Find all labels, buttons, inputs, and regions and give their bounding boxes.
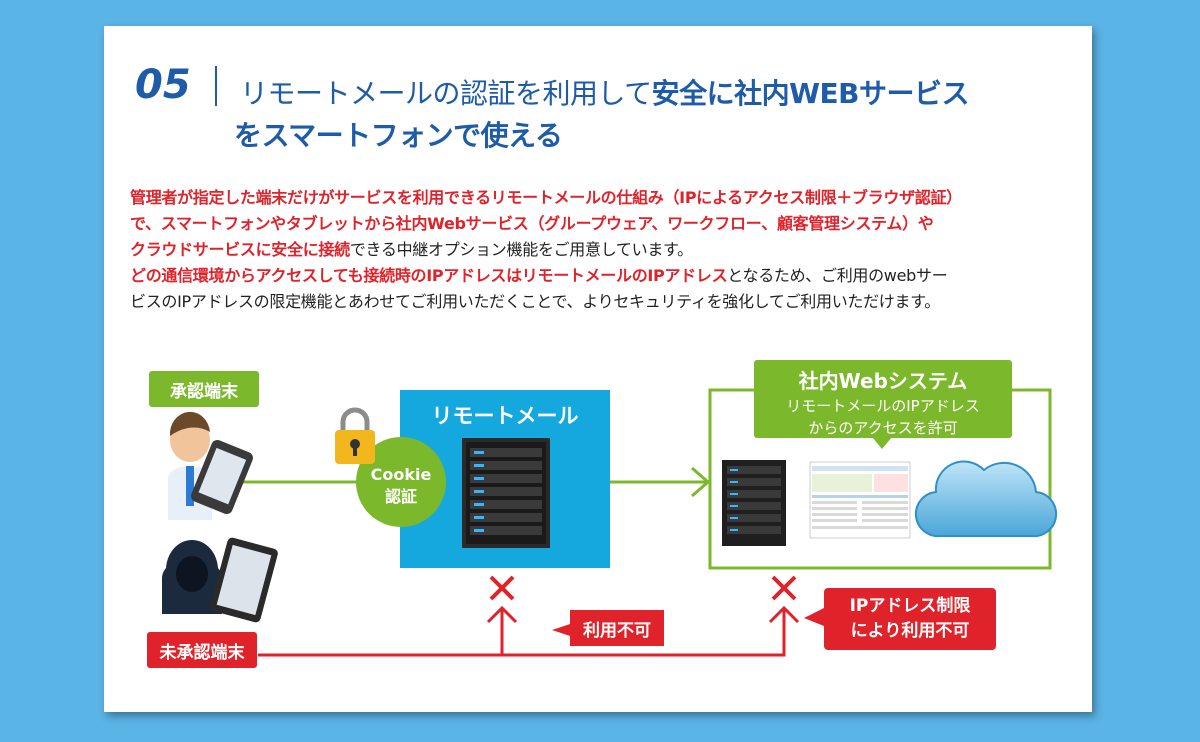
description-line3-red: クラウドサービスに安全に接続 bbox=[130, 240, 350, 259]
description-line4: どの通信環境からアクセスしても接続時のIPアドレスはリモートメールのIPアドレス… bbox=[130, 262, 1080, 286]
cookie-auth-text: Cookie 認証 bbox=[358, 464, 444, 508]
unavailable-label: 利用不可 bbox=[583, 620, 651, 641]
system-sub1: リモートメールのIPアドレス bbox=[786, 397, 980, 415]
cookie-auth-circle bbox=[356, 437, 446, 527]
system-arrow-head bbox=[691, 466, 711, 498]
description-line4-black: となるため、ご利用のwebサー bbox=[727, 266, 948, 285]
description-line2: で、スマートフォンやタブレットから社内Webサービス（グループウェア、ワークフロ… bbox=[130, 214, 934, 233]
ip-restriction-label: IPアドレス制限 により利用不可 bbox=[824, 588, 996, 650]
web-app-screenshot-icon bbox=[809, 461, 911, 539]
system-header: 社内Webシステム リモートメールのIPアドレス からのアクセスを許可 bbox=[754, 360, 1012, 438]
title-divider bbox=[215, 66, 217, 106]
cloud-icon bbox=[914, 460, 1058, 538]
ip-callout-pointer bbox=[804, 608, 824, 626]
auth-label: 認証 bbox=[384, 487, 417, 506]
description-line5: ビスのIPアドレスの限定機能とあわせてご利用いただくことで、よりセキュリティを強… bbox=[130, 292, 940, 311]
description-line1: 管理者が指定した端末だけがサービスを利用できるリモートメールの仕組み（IPによる… bbox=[130, 188, 962, 207]
section-number: 05 bbox=[135, 62, 191, 108]
unapproved-user-icon bbox=[162, 540, 222, 614]
tablet-icon bbox=[210, 537, 278, 623]
remote-mail-server-icon bbox=[462, 438, 550, 548]
ip-restriction-line2: により利用不可 bbox=[850, 621, 970, 641]
system-title: 社内Webシステム bbox=[798, 369, 968, 393]
description-line3: クラウドサービスに安全に接続できる中継オプション機能をご用意しています。 bbox=[130, 236, 1080, 260]
system-server-icon bbox=[722, 460, 786, 546]
ip-blocked-x-icon bbox=[771, 575, 797, 601]
title-bold-part: 安全に社内WEBサービス bbox=[651, 77, 970, 110]
description-line3-black: できる中継オプション機能をご用意しています。 bbox=[349, 240, 693, 259]
smartphone-icon bbox=[191, 439, 253, 515]
cookie-label: Cookie bbox=[370, 465, 432, 484]
ip-arrow-head bbox=[768, 605, 800, 624]
padlock-icon bbox=[335, 407, 375, 464]
blocked-x-icon bbox=[489, 575, 515, 601]
remote-mail-title: リモートメール bbox=[431, 404, 579, 428]
system-head-pointer bbox=[872, 437, 892, 449]
title-normal-part: リモートメールの認証を利用して bbox=[240, 77, 652, 110]
approved-device-label: 承認端末 bbox=[149, 371, 259, 407]
description-line4-red: どの通信環境からアクセスしても接続時のIPアドレスはリモートメールのIPアドレス bbox=[130, 266, 728, 285]
page-title-line1: リモートメールの認証を利用して安全に社内WEBサービス bbox=[240, 72, 970, 112]
blocked-arrow-head bbox=[486, 605, 518, 624]
page-title-line2: をスマートフォンで使える bbox=[234, 119, 563, 152]
ip-restriction-path bbox=[258, 608, 786, 657]
system-sub2: からのアクセスを許可 bbox=[808, 419, 958, 437]
unavailable-callout bbox=[552, 610, 664, 646]
unapproved-device-label: 未承認端末 bbox=[147, 632, 257, 668]
ip-restriction-line1: IPアドレス制限 bbox=[849, 596, 971, 616]
